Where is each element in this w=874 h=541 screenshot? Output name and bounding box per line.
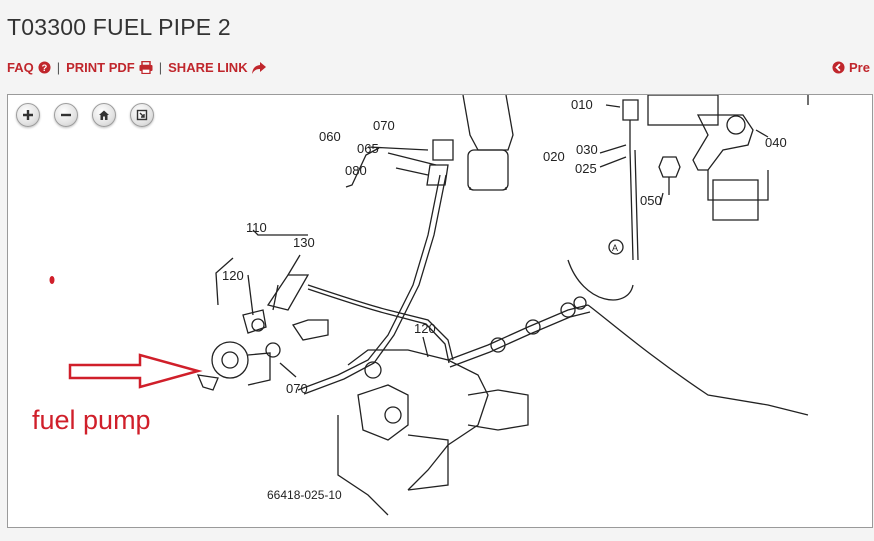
part-label-070-bottom: 070 bbox=[286, 381, 308, 396]
part-label-040: 040 bbox=[765, 135, 787, 150]
share-link-label: SHARE LINK bbox=[168, 60, 248, 75]
fullscreen-button[interactable] bbox=[130, 103, 154, 127]
action-links: FAQ ? | PRINT PDF | SHARE LINK bbox=[7, 60, 266, 75]
diagram-viewer[interactable]: 010 020 025 030 040 050 060 065 070 070 … bbox=[7, 94, 873, 528]
faq-label: FAQ bbox=[7, 60, 34, 75]
annotation-arrow bbox=[49, 276, 203, 389]
zoom-out-button[interactable] bbox=[54, 103, 78, 127]
printer-icon bbox=[139, 61, 153, 74]
part-label-030: 030 bbox=[576, 142, 598, 157]
fuel-pump-annotation: fuel pump bbox=[32, 405, 151, 435]
question-circle-icon: ? bbox=[38, 61, 51, 74]
separator: | bbox=[56, 60, 61, 75]
parts-diagram: 010 020 025 030 040 050 060 065 070 070 … bbox=[49, 95, 809, 516]
drawing-number: 66418-025-10 bbox=[267, 488, 342, 502]
part-label-070-top: 070 bbox=[373, 118, 395, 133]
part-label-065: 065 bbox=[357, 141, 379, 156]
part-label-025: 025 bbox=[575, 161, 597, 176]
zoom-in-button[interactable] bbox=[16, 103, 40, 127]
faq-link[interactable]: FAQ ? bbox=[7, 60, 51, 75]
part-label-110: 110 bbox=[246, 220, 267, 235]
part-label-130: 130 bbox=[293, 235, 315, 250]
part-label-020: 020 bbox=[543, 149, 565, 164]
part-label-060: 060 bbox=[319, 129, 341, 144]
share-link[interactable]: SHARE LINK bbox=[168, 60, 266, 75]
separator: | bbox=[158, 60, 163, 75]
part-label-120-left: 120 bbox=[222, 268, 244, 283]
svg-text:?: ? bbox=[41, 63, 47, 73]
prev-label: Pre bbox=[849, 60, 870, 75]
part-label-080: 080 bbox=[345, 163, 367, 178]
part-label-050: 050 bbox=[640, 193, 662, 208]
part-label-120-right: 120 bbox=[414, 321, 436, 336]
share-arrow-icon bbox=[251, 61, 266, 74]
minus-icon bbox=[61, 113, 71, 117]
ref-marker-a: A bbox=[612, 243, 618, 253]
home-button[interactable] bbox=[92, 103, 116, 127]
home-icon bbox=[99, 110, 109, 120]
print-pdf-link[interactable]: PRINT PDF bbox=[66, 60, 153, 75]
part-label-010: 010 bbox=[571, 97, 593, 112]
prev-link[interactable]: Pre bbox=[832, 60, 870, 75]
fullscreen-icon bbox=[136, 109, 148, 121]
chevron-left-circle-icon bbox=[832, 61, 845, 74]
page-title: T03300 FUEL PIPE 2 bbox=[7, 14, 231, 40]
print-pdf-label: PRINT PDF bbox=[66, 60, 135, 75]
plus-icon bbox=[23, 110, 33, 120]
